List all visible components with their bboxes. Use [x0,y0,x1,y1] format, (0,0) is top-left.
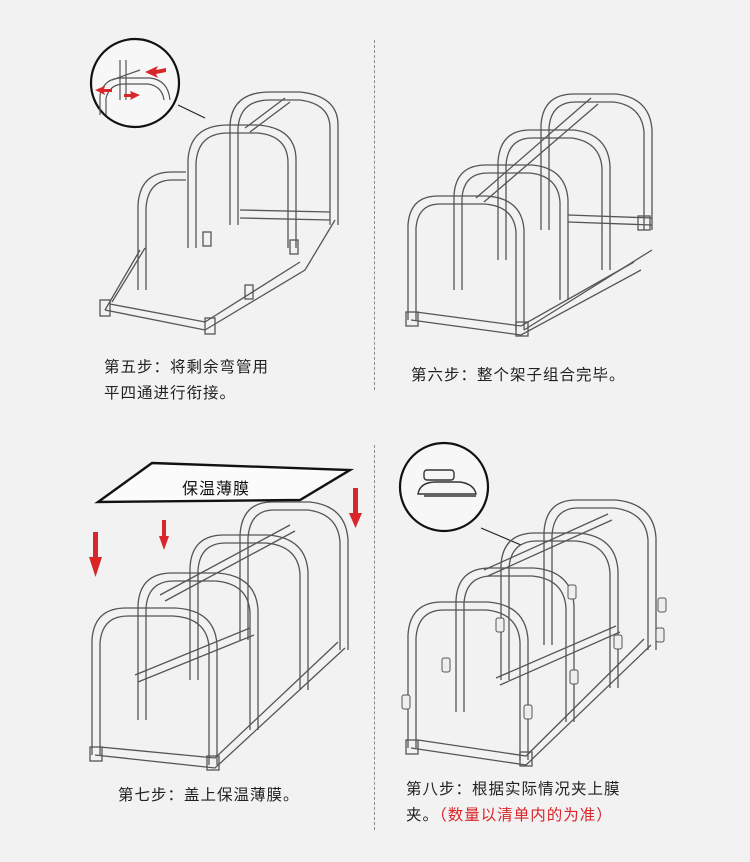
vertical-divider-top [374,40,375,390]
clip-icon [417,469,477,497]
step-5-frame-illustration [89,37,339,335]
step-8-panel: 第八步：根据实际情况夹上膜 夹。（数量以清单内的为准） [376,430,750,862]
down-arrow-icon [349,488,362,528]
step-6-frame-illustration [405,93,653,337]
step-6-caption: 第六步：整个架子组合完毕。 [411,366,626,384]
step-5-panel: 第五步：将剩余弯管用 平四通进行衔接。 [0,0,374,430]
down-arrow-icon [159,520,169,550]
step-5-caption-line1: 第五步：将剩余弯管用 [104,358,270,376]
step-8-quantity-note: （数量以清单内的为准） [439,806,613,824]
step-8-caption-line1: 第八步：根据实际情况夹上膜 [406,780,621,798]
step-5-caption-line2: 平四通进行衔接。 [104,384,237,402]
red-arrow-icon [145,66,166,78]
film-label: 保温薄膜 [182,479,251,498]
insulation-film-sheet [94,461,355,504]
step-7-frame-illustration [89,461,362,771]
step-6-panel: 第六步：整个架子组合完毕。 [376,0,750,430]
red-arrow-icon [124,91,140,100]
step-8-frame-illustration [398,441,667,767]
down-arrow-icon [89,532,102,577]
step-7-caption: 第七步：盖上保温薄膜。 [118,786,300,804]
step-8-caption-line2: 夹。 [406,806,440,824]
step-7-panel: 保温薄膜 第七步：盖上保温薄膜。 [0,430,374,862]
vertical-divider-bottom [374,445,375,830]
red-arrow-icon [95,86,112,95]
